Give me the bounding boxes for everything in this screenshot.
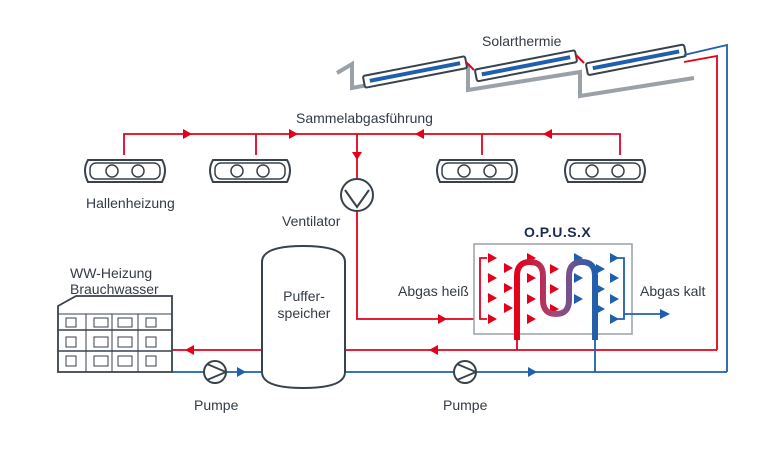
exhaust-collector-pipe: [123, 133, 621, 178]
pump-left-label: Pumpe: [194, 397, 239, 413]
solar-flow-pipe: [683, 54, 718, 350]
flow-arrows-hot: [185, 345, 438, 355]
exhaust-hot-label: Abgas heiß: [398, 283, 469, 299]
hall-heater: [564, 159, 646, 183]
solar-panel: [585, 43, 687, 76]
buffer-label-line2: speicher: [277, 305, 331, 321]
solar-return-pipe: [683, 43, 728, 372]
solar-connector: [575, 54, 585, 64]
hall-heater: [436, 159, 518, 183]
building-label-line1: WW-Heizung: [70, 265, 153, 281]
solar-collectors: [335, 43, 695, 99]
exhaust-collector-label: Sammelabgasführung: [296, 110, 433, 126]
solar-panel: [362, 55, 468, 89]
hall-heater: [84, 159, 166, 183]
flow-arrows-collector: [183, 129, 552, 160]
flow-arrow: [660, 309, 670, 319]
building-icon: [57, 295, 173, 373]
pump-icon: [453, 360, 479, 384]
building-label-line2: Brauchwasser: [70, 281, 159, 297]
solar-label: Solarthermie: [482, 33, 562, 49]
opusx-unit: [473, 243, 633, 340]
pump-icon: [203, 360, 229, 384]
buffer-label-line1: Puffer-: [283, 288, 325, 304]
solar-connector: [465, 61, 475, 71]
hall-heating-label: Hallenheizung: [86, 195, 175, 211]
hall-heater: [209, 159, 291, 183]
exhaust-to-opusx-pipe: [356, 211, 486, 320]
solar-panel: [474, 49, 578, 83]
flow-arrows-cold: [237, 367, 537, 377]
opusx-title: O.P.U.S.X: [524, 224, 592, 240]
heat-exchanger-coil: [514, 258, 598, 340]
exhaust-cold-label: Abgas kalt: [640, 283, 706, 299]
fan-label: Ventilator: [282, 213, 341, 229]
roof-line: [335, 60, 695, 99]
pump-right-label: Pumpe: [443, 397, 488, 413]
fan-icon: [340, 178, 374, 212]
flow-arrow: [438, 314, 447, 324]
buffer-tank: [261, 244, 346, 390]
